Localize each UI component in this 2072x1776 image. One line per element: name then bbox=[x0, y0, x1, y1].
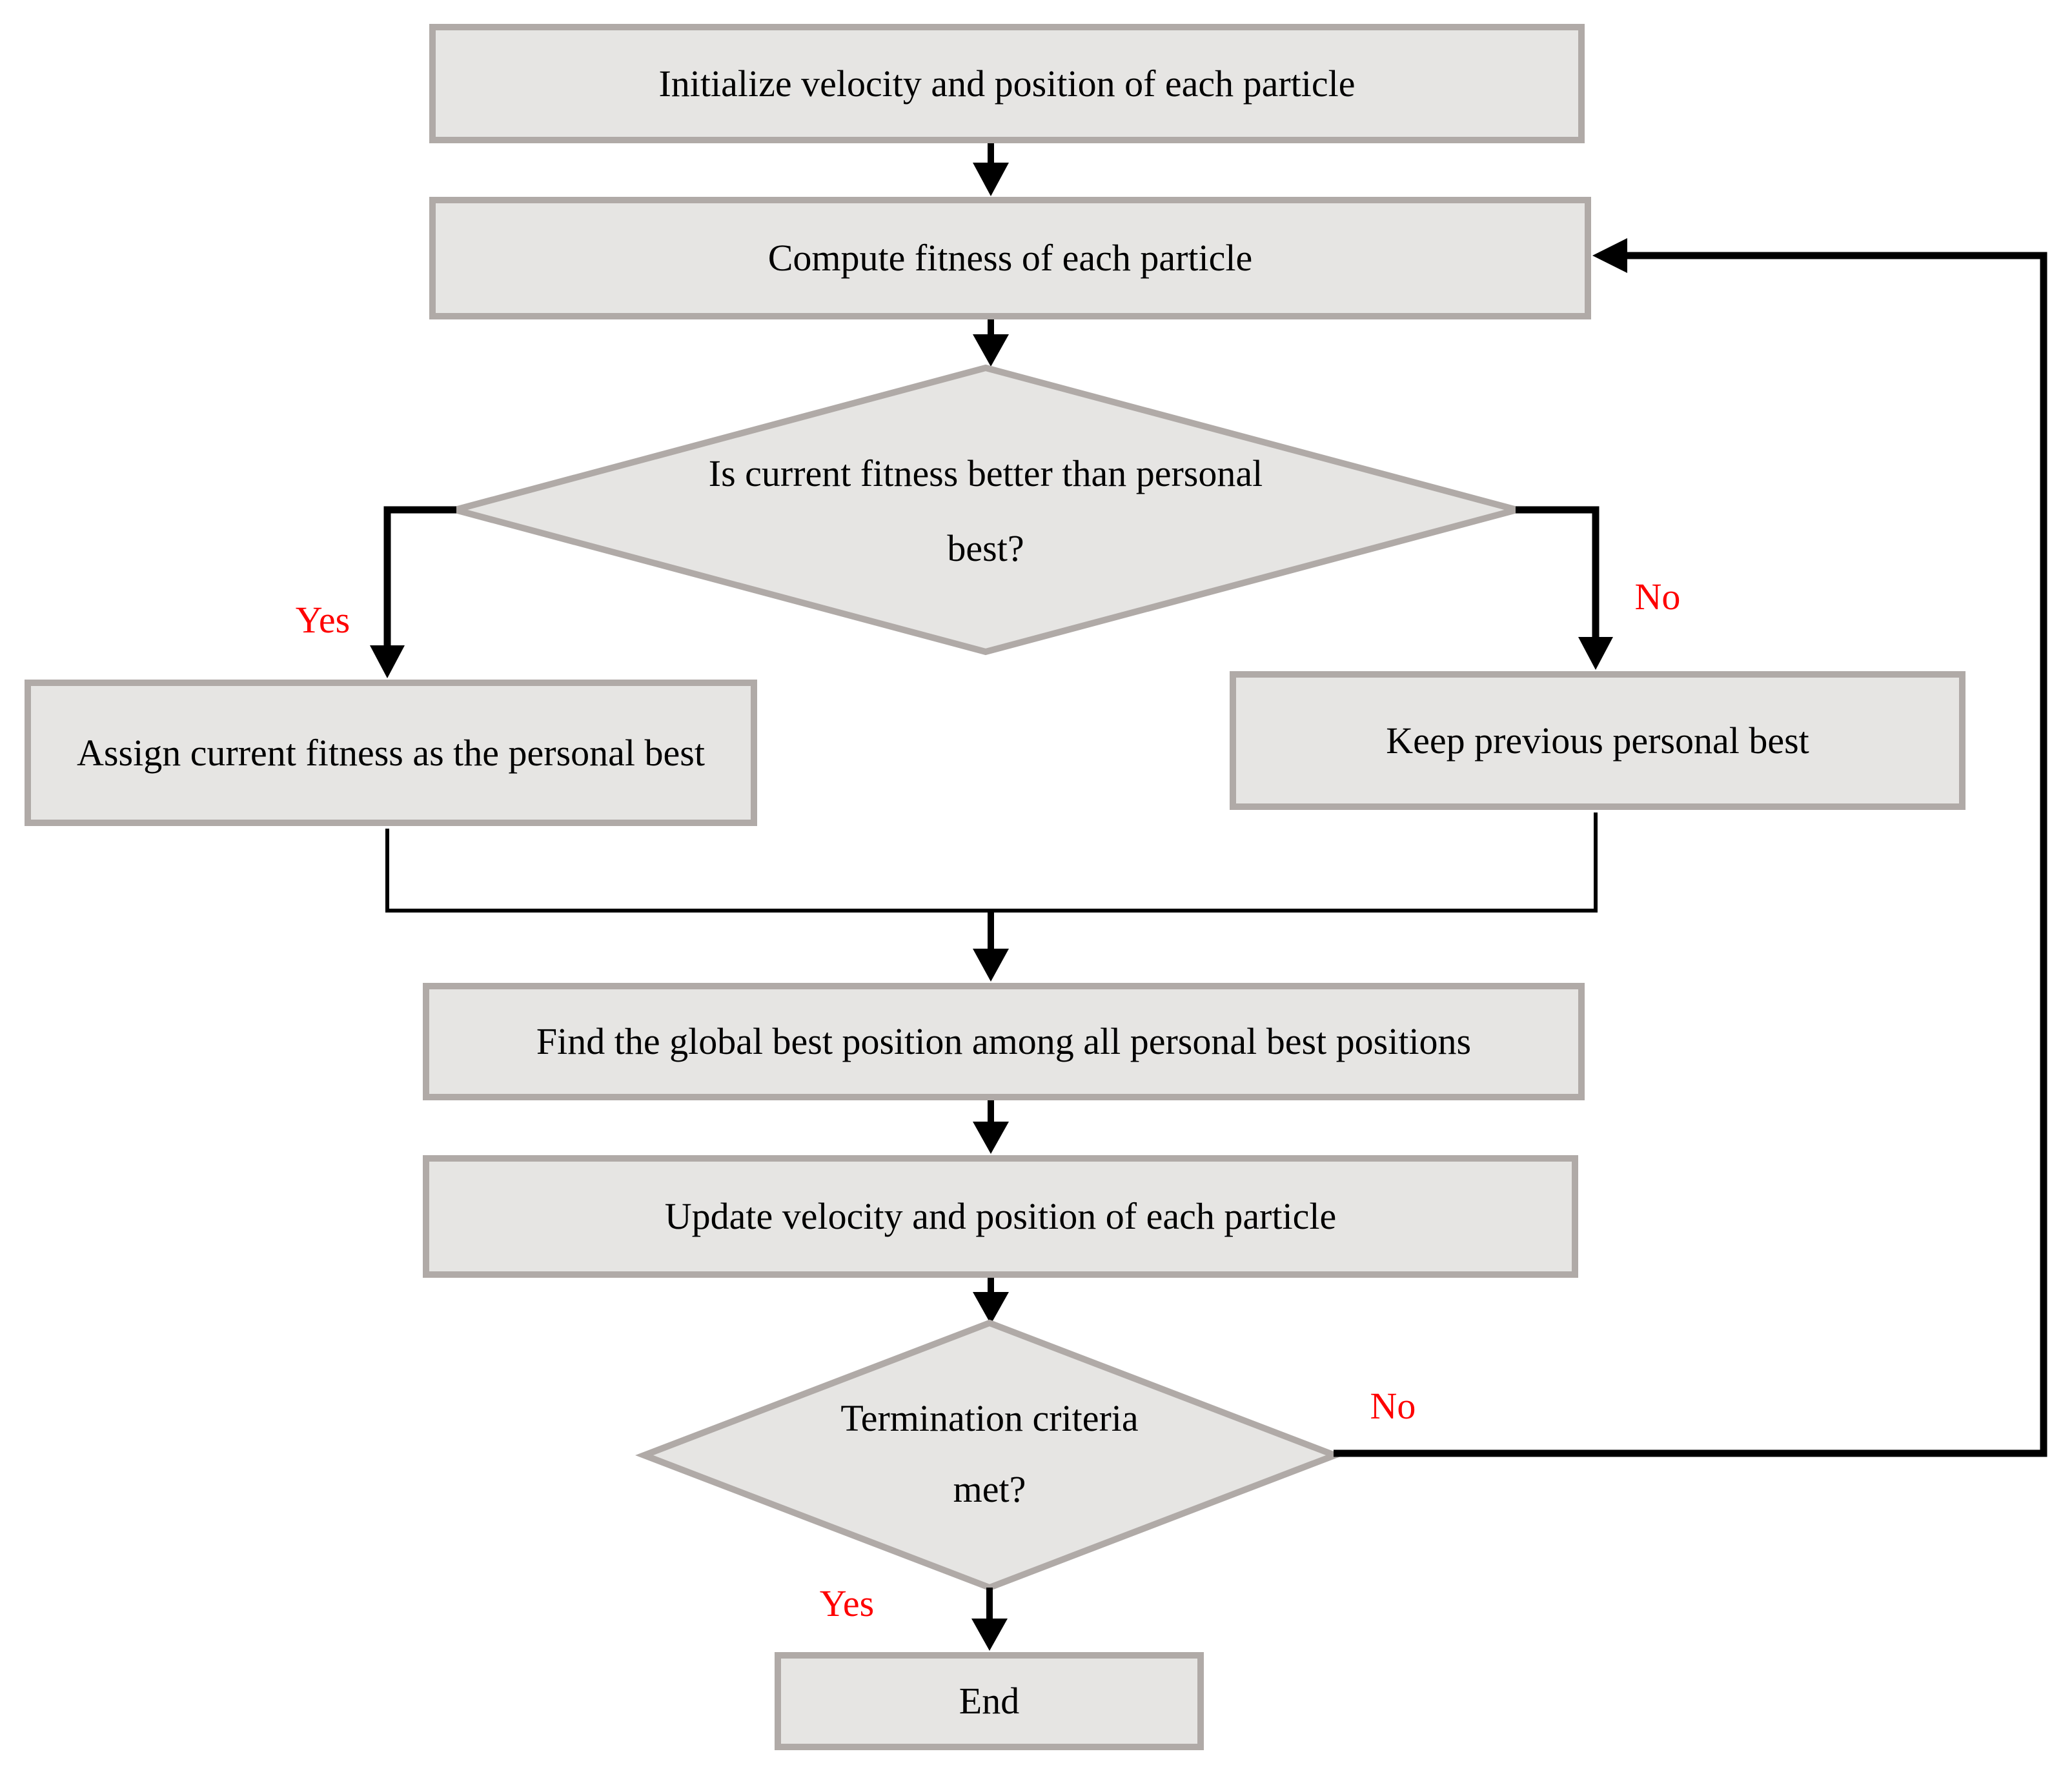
node-compute-fitness: Compute fitness of each particle bbox=[429, 197, 1591, 319]
node-end: End bbox=[775, 1652, 1204, 1750]
node-keep-personal-best: Keep previous personal best bbox=[1230, 671, 1965, 810]
decision-termination-label: Termination criteria met? bbox=[840, 1397, 1139, 1510]
edge-update-decision-arrowhead bbox=[973, 1292, 1009, 1324]
node-assign-personal-best: Assign current fitness as the personal b… bbox=[25, 680, 757, 826]
edge-no-loop-line bbox=[1334, 252, 2047, 1457]
edge-yes-assign-arrowhead bbox=[370, 645, 405, 678]
node-update-velocity: Update velocity and position of each par… bbox=[423, 1155, 1578, 1278]
edge-yes-assign-line bbox=[383, 506, 456, 647]
branch-label-yes-fitness: Yes bbox=[295, 599, 350, 641]
edge-no-keep-arrowhead bbox=[1578, 637, 1613, 670]
decision-fitness-shape bbox=[442, 364, 1530, 656]
branch-label-no-termination: No bbox=[1370, 1385, 1416, 1427]
edge-no-loop-arrowhead bbox=[1592, 238, 1627, 273]
edge-global-update-arrowhead bbox=[973, 1122, 1009, 1154]
branch-label-yes-termination: Yes bbox=[819, 1582, 875, 1624]
node-initialize: Initialize velocity and position of each… bbox=[429, 24, 1585, 143]
edge-no-keep-line bbox=[1516, 506, 1600, 638]
decision-fitness-label: Is current fitness better than personal … bbox=[708, 452, 1263, 569]
edge-init-compute-arrowhead bbox=[973, 163, 1009, 196]
branch-label-no-fitness: No bbox=[1634, 576, 1681, 618]
edge-merge-global-arrowhead bbox=[973, 949, 1009, 982]
edge-compute-decision-arrowhead bbox=[973, 334, 1009, 367]
edge-yes-end-arrowhead bbox=[971, 1619, 1008, 1651]
node-find-global-best: Find the global best position among all … bbox=[423, 983, 1585, 1100]
